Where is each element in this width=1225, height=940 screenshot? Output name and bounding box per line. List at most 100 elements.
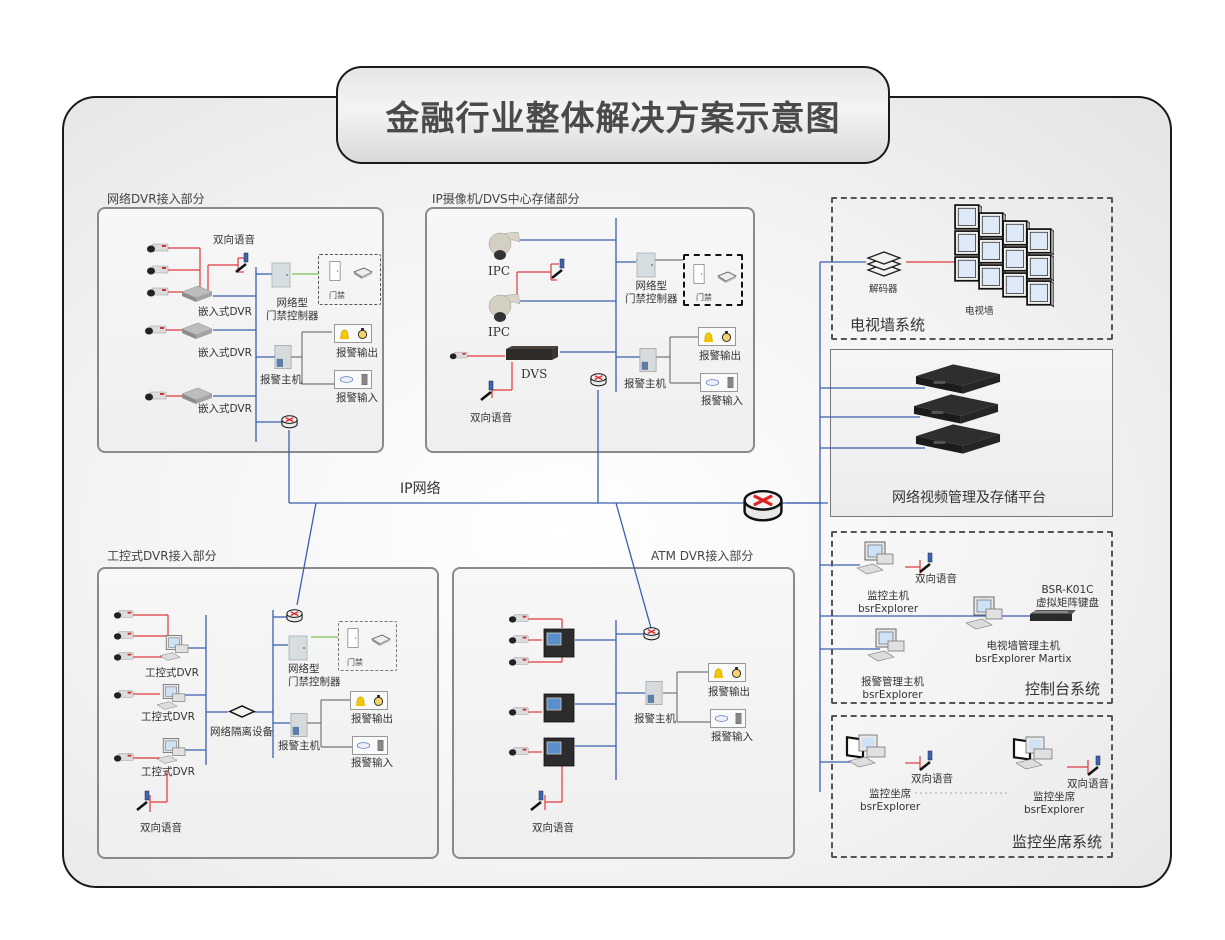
seat-system-title: 监控坐席系统 xyxy=(1012,833,1103,851)
ipc-label: IPC xyxy=(488,325,510,339)
alarm-host-icon xyxy=(645,680,663,706)
alarm-input-devices xyxy=(352,736,388,755)
seat-system-panel xyxy=(831,715,1113,858)
section-title-industrial-dvr: 工控式DVR接入部分 xyxy=(107,549,217,563)
dvs-label: DVS xyxy=(521,367,548,381)
strobe-light-icon xyxy=(373,694,384,707)
router-icon xyxy=(285,607,304,624)
section-title-atm-dvr: ATM DVR接入部分 xyxy=(651,549,754,563)
decoder-icon xyxy=(866,248,902,280)
alarm-output-devices xyxy=(334,324,372,343)
door-icon xyxy=(329,260,341,282)
camera-icon xyxy=(113,630,135,641)
tv-wall-system-panel xyxy=(831,197,1113,340)
pir-sensor-icon xyxy=(727,376,734,389)
alarm-input-devices xyxy=(334,370,372,389)
alarm-bell-icon xyxy=(338,327,351,340)
alarm-mgmt-host-label: 报警管理主机 bsrExplorer xyxy=(861,676,924,701)
intercom-icon xyxy=(479,380,495,402)
alarm-bell-icon xyxy=(354,694,367,707)
industrial-pc-icon xyxy=(155,737,187,765)
tvwall-host-icon xyxy=(964,595,1004,631)
camera-icon xyxy=(146,286,170,298)
camera-icon xyxy=(508,656,530,667)
section-industrial-dvr xyxy=(97,567,439,859)
door-icon xyxy=(347,627,359,649)
camera-icon xyxy=(508,634,530,645)
embedded-dvr-label: 嵌入式DVR xyxy=(198,347,252,359)
seat-workstation-icon xyxy=(845,733,889,769)
industrial-dvr-label: 工控式DVR xyxy=(145,667,199,679)
tv-wall-system-title: 电视墙系统 xyxy=(850,316,926,334)
strobe-light-icon xyxy=(721,330,732,343)
ptz-camera-icon xyxy=(486,290,522,324)
atm-dvr-icon xyxy=(543,628,575,658)
ipc-label: IPC xyxy=(488,264,510,278)
alarm-host-label: 报警主机 xyxy=(634,713,676,725)
intercom-label: 双向语音 xyxy=(470,412,512,424)
router-icon xyxy=(280,413,299,430)
access-controller-label: 网络型 门禁控制器 xyxy=(625,280,678,305)
seat-label: 监控坐席 bsrExplorer xyxy=(1024,791,1085,816)
embedded-dvr-icon xyxy=(180,321,214,341)
atm-dvr-icon xyxy=(543,737,575,767)
intercom-icon xyxy=(1086,755,1102,777)
access-controller-icon xyxy=(636,252,656,278)
camera-icon xyxy=(144,324,168,336)
camera-icon xyxy=(508,613,530,624)
platform-title: 网络视频管理及存储平台 xyxy=(892,490,1046,506)
camera-icon xyxy=(449,350,469,361)
alarm-output-devices xyxy=(698,327,736,346)
alarm-host-label: 报警主机 xyxy=(278,740,320,752)
seat-workstation-icon xyxy=(1012,735,1056,771)
intercom-icon xyxy=(234,252,250,274)
decoder-label: 解码器 xyxy=(869,284,898,295)
tv-wall-label: 电视墙 xyxy=(965,306,994,317)
camera-icon xyxy=(113,651,135,662)
intercom-label: 双向语音 xyxy=(213,234,255,246)
seat-label: 监控坐席 bsrExplorer xyxy=(860,788,921,813)
card-reader-icon xyxy=(352,266,374,280)
camera-icon xyxy=(113,752,135,763)
title-banner: 金融行业整体解决方案示意图 xyxy=(336,66,890,164)
industrial-pc-icon xyxy=(158,634,190,662)
camera-icon xyxy=(146,242,170,254)
server-icon xyxy=(912,392,1000,426)
pir-sensor-icon xyxy=(735,712,742,725)
section-title-network-dvr: 网络DVR接入部分 xyxy=(107,192,205,206)
door-icon xyxy=(693,263,705,285)
embedded-dvr-label: 嵌入式DVR xyxy=(198,403,252,415)
monitor-host-icon xyxy=(855,540,895,576)
matrix-keyboard-label: BSR-K01C 虚拟矩阵键盘 xyxy=(1036,584,1099,609)
strobe-light-icon xyxy=(731,666,742,679)
camera-icon xyxy=(508,706,530,717)
alarm-input-devices xyxy=(700,373,738,392)
intercom-icon xyxy=(529,790,545,812)
industrial-dvr-label: 工控式DVR xyxy=(141,711,195,723)
door-access-group xyxy=(338,621,397,671)
alarm-mgmt-host-icon xyxy=(866,627,906,663)
smoke-detector-icon xyxy=(705,378,720,387)
smoke-detector-icon xyxy=(356,741,371,750)
intercom-label: 双向语音 xyxy=(140,822,182,834)
router-icon xyxy=(642,625,661,642)
section-title-ip-dvs: IP摄像机/DVS中心存储部分 xyxy=(432,192,580,206)
alarm-bell-icon xyxy=(702,330,715,343)
smoke-detector-icon xyxy=(714,714,729,723)
smoke-detector-icon xyxy=(339,375,354,384)
atm-dvr-icon xyxy=(543,693,575,723)
alarm-host-label: 报警主机 xyxy=(260,374,302,386)
alarm-input-label: 报警输入 xyxy=(351,757,393,769)
dvs-icon xyxy=(504,345,560,361)
network-isolator-label: 网络隔离设备 xyxy=(210,726,273,738)
tvwall-host-label: 电视墙管理主机 bsrExplorer Martix xyxy=(975,640,1072,665)
monitor-host-label: 监控主机 bsrExplorer xyxy=(858,590,919,615)
access-controller-label: 网络型 门禁控制器 xyxy=(288,663,341,688)
alarm-bell-icon xyxy=(712,666,725,679)
alarm-output-label: 报警输出 xyxy=(336,347,378,359)
access-controller-icon xyxy=(288,635,308,661)
door-label: 门禁 xyxy=(329,291,345,300)
door-access-group xyxy=(683,254,743,306)
alarm-output-devices xyxy=(708,663,746,682)
alarm-input-label: 报警输入 xyxy=(701,395,743,407)
